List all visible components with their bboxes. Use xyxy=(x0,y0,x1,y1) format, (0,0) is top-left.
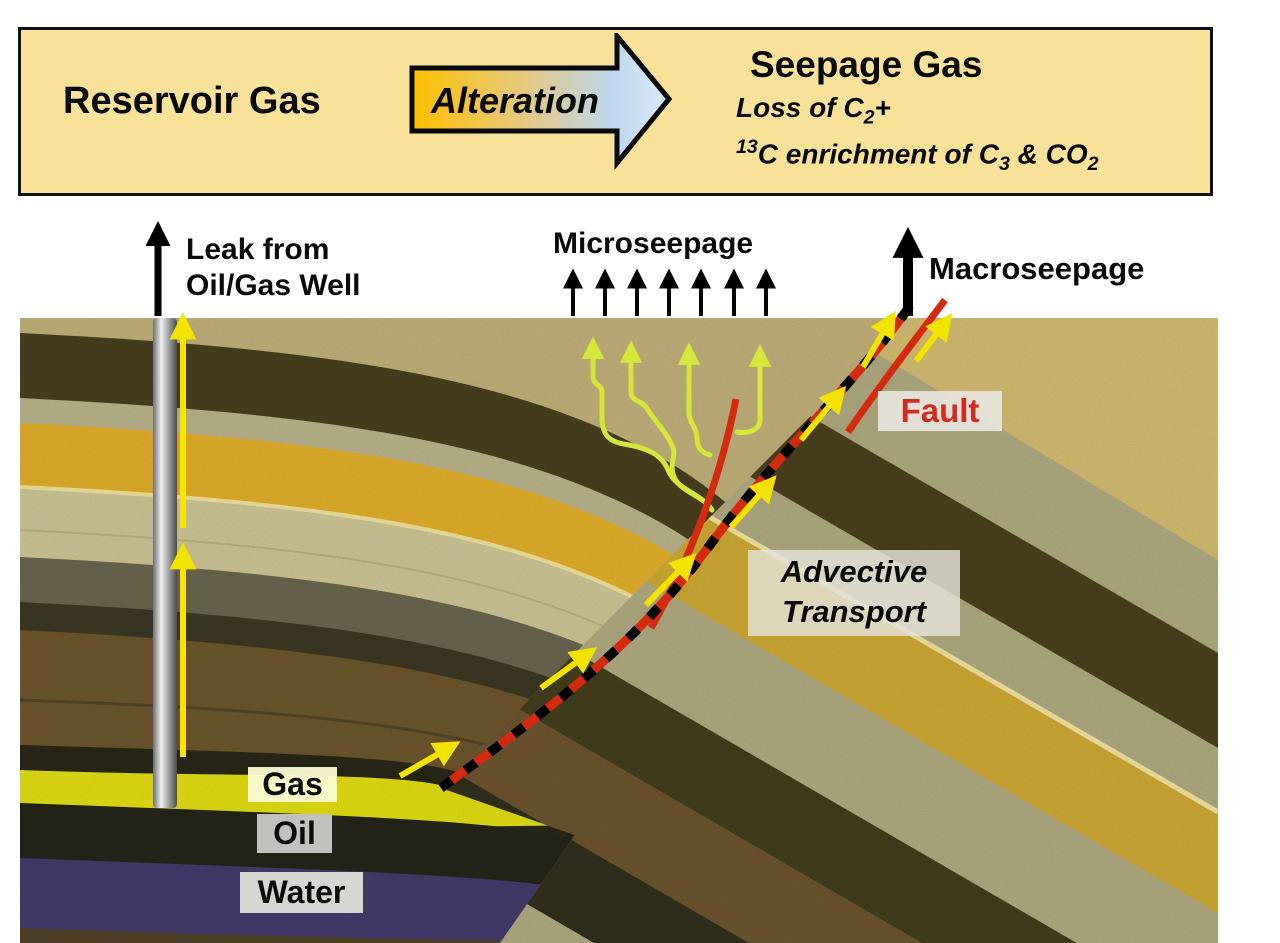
advective-transport-label: Advective Transport xyxy=(748,550,960,636)
legend-banner: Reservoir Gas Alteration Seepage Gas Los… xyxy=(18,27,1213,196)
flow-arrow-6 xyxy=(860,310,896,369)
reservoir-gas-label: Reservoir Gas xyxy=(63,80,321,122)
line2-text-1: C enrichment of C xyxy=(757,137,999,169)
seepage-gas-title: Seepage Gas xyxy=(750,44,983,85)
leak-label-line2: Oil/Gas Well xyxy=(186,269,361,302)
oil-label: Oil xyxy=(257,814,332,853)
strata-left-block xyxy=(20,318,1218,943)
fault-line-dashes xyxy=(438,303,914,792)
microseepage-path-3 xyxy=(677,342,713,458)
advective-line2: Transport xyxy=(781,594,927,629)
alteration-label: Alteration xyxy=(430,80,599,121)
seepage-line-2: 13C enrichment of C3 & CO2 xyxy=(736,136,1099,176)
advective-line1: Advective xyxy=(780,554,928,589)
line2-subscript-2: 2 xyxy=(1087,152,1099,175)
line1-text: Loss of C xyxy=(736,92,864,123)
microseepage-arrow-icons xyxy=(563,268,776,316)
flow-arrow-1 xyxy=(398,741,461,779)
seepage-line-1: Loss of C2+ xyxy=(736,92,1099,130)
grain-texture-overlay xyxy=(20,318,1218,943)
line2-text-2: & CO xyxy=(1009,137,1088,169)
macroseepage-label: Macroseepage xyxy=(929,251,1145,286)
microseepage-label: Microseepage xyxy=(553,227,754,260)
well-pipe xyxy=(153,318,177,808)
line1-plus: + xyxy=(874,92,891,123)
gas-label: Gas xyxy=(248,767,337,802)
flow-arrow-5 xyxy=(798,385,847,442)
flow-arrow-3 xyxy=(643,553,697,608)
flow-arrow-4 xyxy=(728,475,777,529)
fault-flow-arrows xyxy=(398,310,953,779)
seepage-gas-block: Seepage Gas Loss of C2+ 13C enrichment o… xyxy=(736,44,1099,176)
flow-arrow-2 xyxy=(539,647,598,691)
line1-subscript: 2 xyxy=(863,106,875,129)
well-pipe-body xyxy=(153,318,177,808)
leak-label-line1: Leak from xyxy=(186,233,330,266)
microseepage-path-4 xyxy=(734,344,772,435)
water-label: Water xyxy=(240,872,363,913)
fault-label: Fault xyxy=(878,391,1002,431)
microseepage-path-2 xyxy=(619,340,715,513)
microseepage-paths xyxy=(581,336,772,513)
leak-from-well-label: Leak from Oil/Gas Well xyxy=(186,232,361,304)
flow-arrow-7 xyxy=(913,313,953,363)
line2-superscript: 13 xyxy=(736,135,758,158)
alteration-arrow-icon: Alteration xyxy=(409,33,673,171)
line2-subscript-1: 3 xyxy=(998,152,1010,175)
alteration-arrow-shape xyxy=(409,33,673,171)
